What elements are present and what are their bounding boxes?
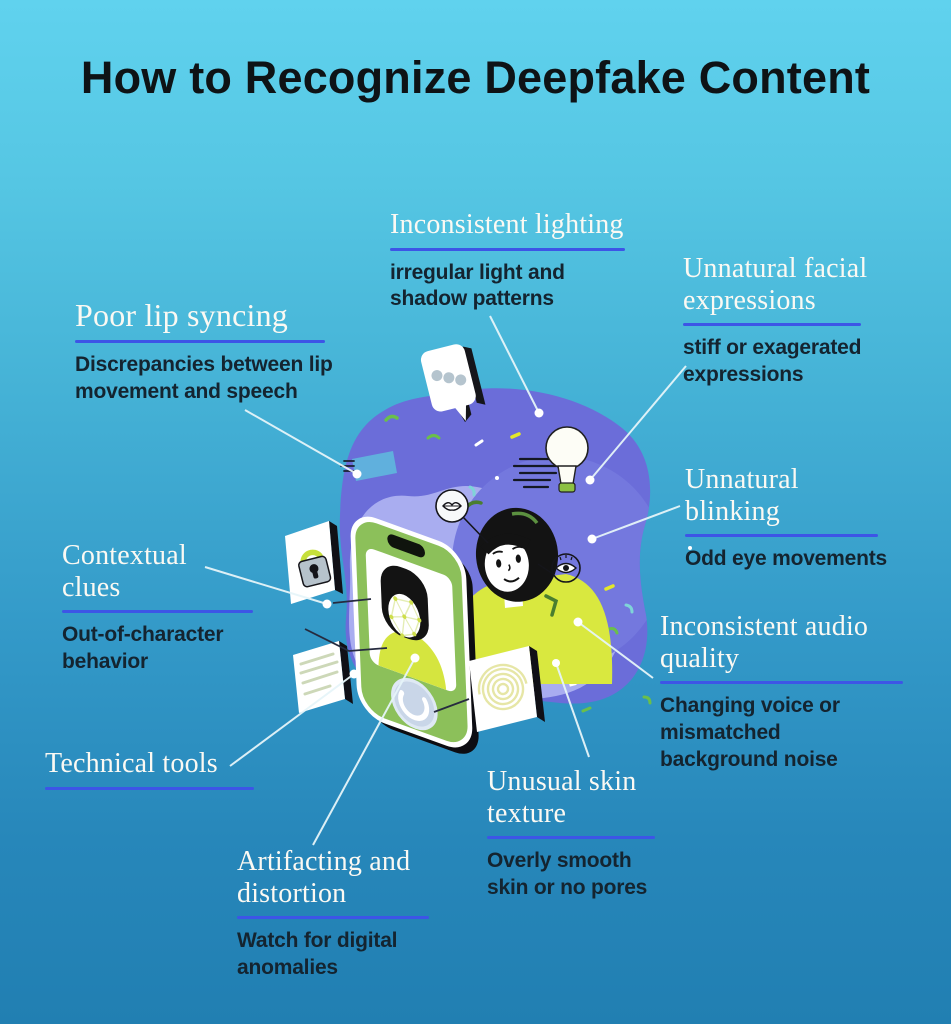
callout-description: stiff or exagerated expressions (683, 336, 862, 386)
callout-title: Artifacting and distortion (237, 846, 411, 909)
leader-dot (585, 475, 595, 485)
callout-title: Inconsistent audio quality (660, 611, 869, 674)
leader-line (312, 657, 416, 846)
title-underline (237, 916, 429, 920)
person-figure (450, 500, 613, 684)
leader-line (555, 662, 590, 758)
callout-title: Technical tools (45, 748, 218, 779)
smartphone-icon (350, 516, 479, 754)
padlock-icon (285, 521, 343, 604)
title-underline (62, 610, 253, 614)
connector-lines (304, 598, 470, 713)
leader-dot (552, 659, 560, 667)
callout-description: Out-of-character behavior (62, 623, 224, 673)
callout-description: irregular light and shadow patterns (390, 260, 565, 311)
lightbulb-icon (512, 426, 589, 493)
callout-artifacting-and-distortion: Artifacting and distortion Watch for dig… (237, 846, 437, 982)
callout-title: Inconsistent lighting (390, 209, 624, 240)
title-underline (685, 534, 878, 538)
leader-dot (349, 669, 359, 679)
title-underline (45, 786, 254, 790)
callout-poor-lip-syncing: Poor lip syncing Discrepancies between l… (75, 297, 355, 405)
blue-panel-decoration (340, 451, 397, 481)
leader-dot (573, 617, 583, 627)
callout-title: Unnatural facial expressions (683, 253, 868, 316)
callout-description: Watch for digital anomalies (237, 929, 398, 979)
leader-dot (587, 534, 597, 544)
callout-unnatural-facial-expressions: Unnatural facial expressions stiff or ex… (683, 253, 898, 389)
leader-line (489, 315, 540, 414)
callout-title: Poor lip syncing (75, 297, 288, 333)
title-underline (683, 323, 861, 327)
callout-contextual-clues: Contextual clues Out-of-character behavi… (62, 540, 262, 676)
callout-title: Unusual skin texture (487, 766, 637, 829)
leader-line (577, 621, 654, 679)
callout-title: Unnatural blinking (685, 464, 799, 527)
blob-background (339, 388, 651, 709)
leader-dot (352, 469, 362, 479)
callout-title: Contextual clues (62, 540, 187, 603)
confetti-decoration (384, 414, 692, 713)
title-underline (660, 681, 903, 685)
callout-description: Changing voice or mismatched background … (660, 694, 840, 771)
speech-bubble-icon (420, 344, 486, 423)
page-title: How to Recognize Deepfake Content (80, 52, 871, 103)
face-mesh-overlay (389, 596, 422, 638)
title-underline (390, 247, 625, 251)
leader-line (589, 365, 687, 481)
leader-dot (534, 408, 544, 418)
fingerprint-icon (469, 646, 545, 732)
leader-dot (322, 599, 332, 609)
leader-line (244, 409, 358, 475)
video-call-face (378, 565, 447, 690)
eye-icon (537, 553, 581, 583)
title-underline (75, 340, 325, 344)
callout-technical-tools: Technical tools (45, 748, 295, 790)
callout-unnatural-blinking: Unnatural blinking Odd eye movements (685, 464, 930, 573)
callout-inconsistent-lighting: Inconsistent lighting irregular light an… (390, 209, 650, 313)
document-icon (293, 641, 353, 713)
leader-line (591, 505, 681, 540)
leader-dot (410, 653, 420, 663)
callout-description: Discrepancies between lip movement and s… (75, 353, 333, 403)
lips-icon (435, 489, 489, 544)
callout-inconsistent-audio-quality: Inconsistent audio quality Changing voic… (660, 611, 910, 773)
title-underline (487, 836, 655, 840)
callout-description: Overly smooth skin or no pores (487, 849, 648, 899)
callout-description: Odd eye movements (685, 547, 888, 571)
callout-unusual-skin-texture: Unusual skin texture Overly smooth skin … (487, 766, 672, 902)
call-button-icon (391, 677, 438, 731)
